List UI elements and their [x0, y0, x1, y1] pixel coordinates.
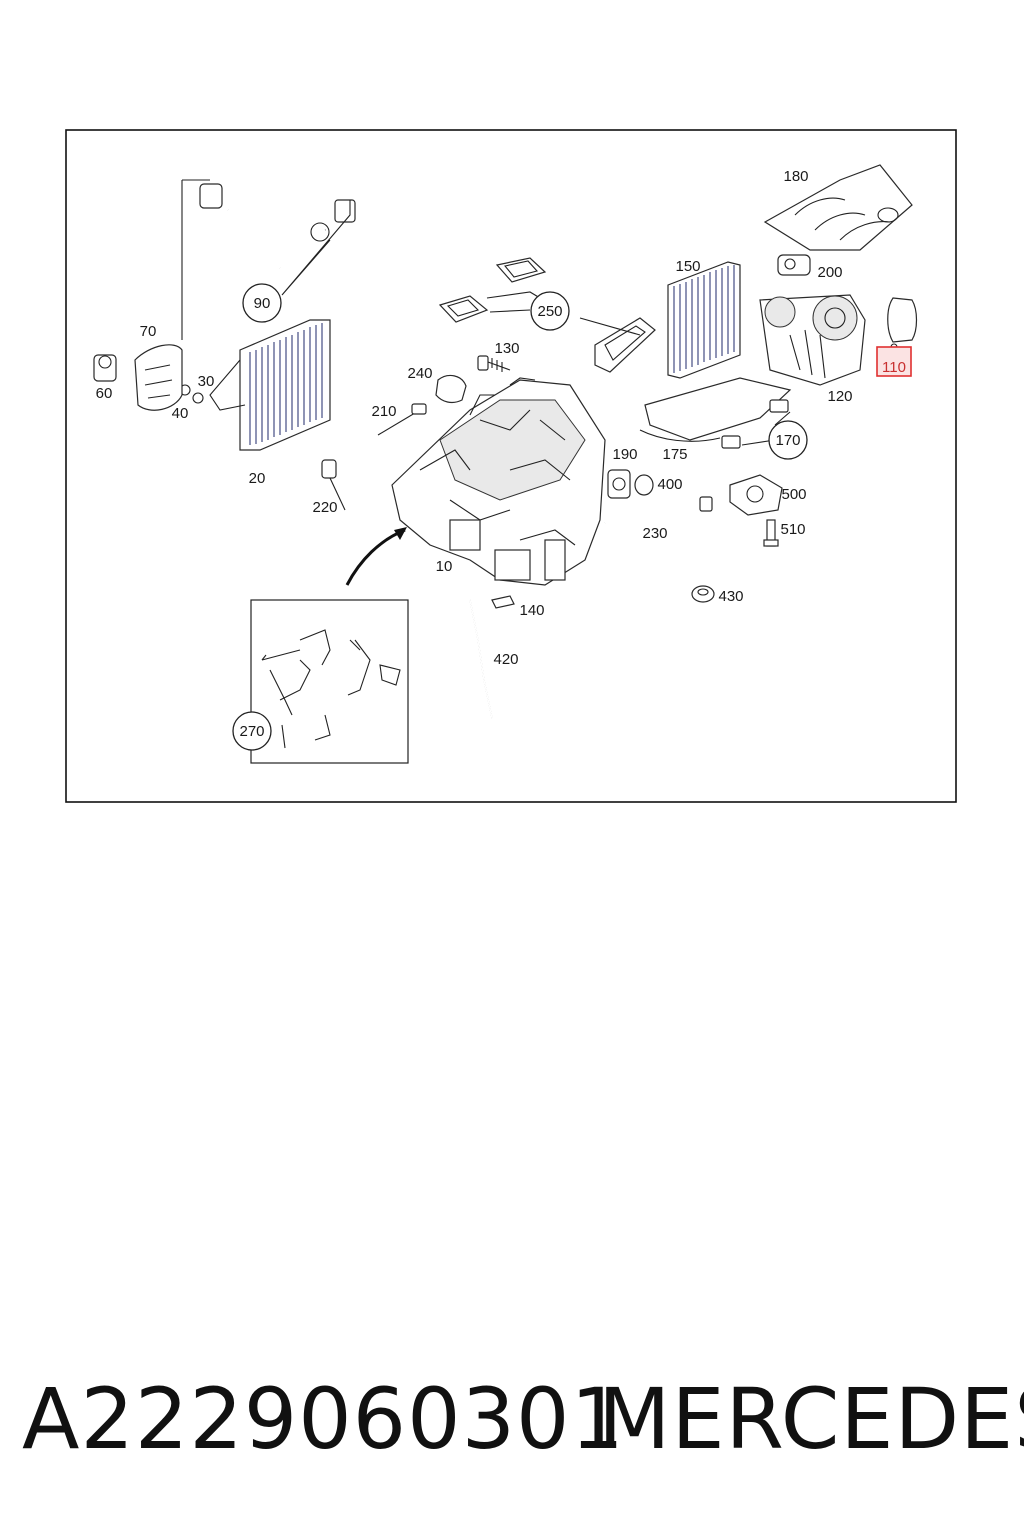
highlight-box-110	[876, 346, 912, 377]
control-module-500-drawing	[729, 474, 783, 516]
callout-500: 500	[781, 486, 806, 503]
callout-90: 90	[254, 295, 271, 312]
linkage-rods-drawing	[261, 629, 401, 749]
callout-240: 240	[407, 365, 432, 382]
callout-220: 220	[312, 499, 337, 516]
air-duct-top-drawing	[763, 164, 913, 251]
sensor-210-drawing	[377, 403, 427, 436]
actuator-motor-drawing	[777, 254, 811, 276]
assembly-arrow	[345, 528, 406, 586]
cable-420-drawing	[469, 599, 493, 719]
inset-box-270	[250, 599, 409, 764]
callout-180: 180	[783, 168, 808, 185]
callout-10: 10	[436, 558, 453, 575]
callout-130: 130	[494, 340, 519, 357]
callout-circle-90	[242, 283, 282, 323]
callout-430: 430	[718, 588, 743, 605]
callout-230: 230	[642, 525, 667, 542]
bolt-510-drawing	[763, 519, 779, 547]
callout-circle-270	[232, 711, 272, 751]
blower-regulator-drawing	[887, 297, 918, 351]
sensor-220-drawing	[321, 459, 346, 511]
gasket-set-drawing	[438, 257, 656, 373]
callout-510: 510	[780, 521, 805, 538]
callout-120: 120	[827, 388, 852, 405]
diagram-frame	[65, 129, 957, 803]
callout-175: 175	[662, 446, 687, 463]
refrigerant-pipe-assembly-drawing	[181, 179, 356, 340]
callout-140: 140	[519, 602, 544, 619]
callout-30: 30	[198, 373, 215, 390]
valve-part-drawing	[93, 354, 117, 382]
grommet-430-drawing	[691, 585, 715, 603]
callout-circle-250	[530, 291, 570, 331]
arrow-head	[394, 527, 407, 540]
callout-150: 150	[675, 258, 700, 275]
callout-400: 400	[657, 476, 682, 493]
callout-60: 60	[96, 385, 113, 402]
parts-diagram: 90 20 30 40 70 60	[65, 129, 957, 803]
drain-hose-230-drawing	[604, 496, 713, 525]
footer: A2229060301 MERCEDES	[0, 1370, 1024, 1480]
callout-110: 110	[882, 359, 906, 376]
callout-70: 70	[140, 323, 157, 340]
plug-400-drawing	[634, 474, 654, 496]
callout-190: 190	[612, 446, 637, 463]
callout-20: 20	[249, 470, 266, 487]
blower-unit-drawing	[759, 294, 866, 386]
evaporator-drawing	[209, 319, 331, 451]
callout-210: 210	[371, 403, 396, 420]
callout-circle-170	[768, 420, 808, 460]
callout-420: 420	[493, 651, 518, 668]
callout-270: 270	[239, 723, 264, 740]
callout-250: 250	[537, 303, 562, 320]
callout-40: 40	[172, 405, 189, 422]
actuator-190-drawing	[607, 469, 631, 499]
clip-140-drawing	[491, 595, 515, 609]
expansion-valve-cover-drawing	[134, 344, 183, 411]
hvac-housing-drawing	[391, 377, 606, 586]
cabin-filter-drawing	[667, 261, 741, 379]
duct-cover-plate-drawing	[639, 377, 792, 449]
cap-240-drawing	[435, 374, 467, 404]
callout-200: 200	[817, 264, 842, 281]
part-number: A2229060301	[22, 1370, 625, 1468]
screw-130-drawing	[477, 355, 511, 372]
brand-name: MERCEDES	[598, 1370, 1024, 1468]
callout-170: 170	[775, 432, 800, 449]
